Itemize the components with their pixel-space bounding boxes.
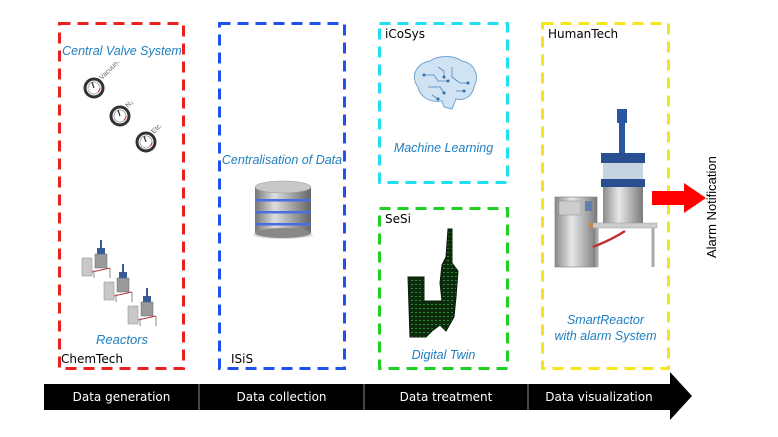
smart-reactor-icon [554, 109, 658, 268]
gauge-label-n2: N₂ [124, 99, 135, 110]
alarm-notification-label: Alarm Notification [704, 156, 719, 258]
org-label-sesi: SeSi [385, 212, 411, 226]
timeline-arrow-shape [44, 372, 692, 420]
stage-data-treatment: Data treatment [399, 390, 493, 404]
icosys-box: iCoSys Machine Learning [378, 22, 509, 184]
timeline-arrow: Data generation Data collection Data tre… [44, 372, 694, 420]
digital-twin-caption: Digital Twin [411, 348, 476, 362]
isis-border [218, 22, 346, 370]
icosys-border [378, 22, 509, 184]
humantech-box: HumanTech SmartReactor with alarm System [541, 22, 670, 370]
centralisation-caption: Centralisation of Data [221, 153, 343, 167]
sesi-box: SeSi Digital Twin [378, 207, 509, 370]
chemtech-border [58, 22, 185, 370]
chemtech-box: Central Valve System Vacuum N₂ Etc. Reac… [58, 22, 185, 370]
machine-learning-caption: Machine Learning [393, 141, 494, 155]
stage-data-visualization: Data visualization [545, 390, 653, 404]
smart-reactor-caption-line1: SmartReactor [566, 313, 645, 327]
digital-twin-icon [407, 228, 459, 338]
reactors-caption: Reactors [95, 332, 149, 347]
stage-data-generation: Data generation [72, 390, 171, 404]
gauge-label-etc: Etc. [150, 122, 164, 136]
gauges-icon: Vacuum N₂ Etc. [83, 62, 164, 153]
org-label-humantech: HumanTech [548, 27, 619, 41]
database-icon [253, 180, 313, 239]
org-label-icosys: iCoSys [385, 27, 426, 41]
reactors-icon [81, 240, 157, 327]
central-valve-caption: Central Valve System [62, 44, 182, 58]
sesi-border [378, 207, 509, 370]
stage-data-collection: Data collection [236, 390, 327, 404]
smart-reactor-caption-line2: with alarm System [554, 329, 657, 343]
brain-icon [414, 56, 477, 110]
isis-box: Centralisation of Data ISiS [218, 22, 346, 370]
alarm-arrow-icon [652, 183, 706, 213]
gauge-label-vacuum: Vacuum [98, 62, 121, 81]
org-label-isis: ISiS [231, 352, 254, 366]
org-label-chemtech: ChemTech [61, 352, 123, 366]
